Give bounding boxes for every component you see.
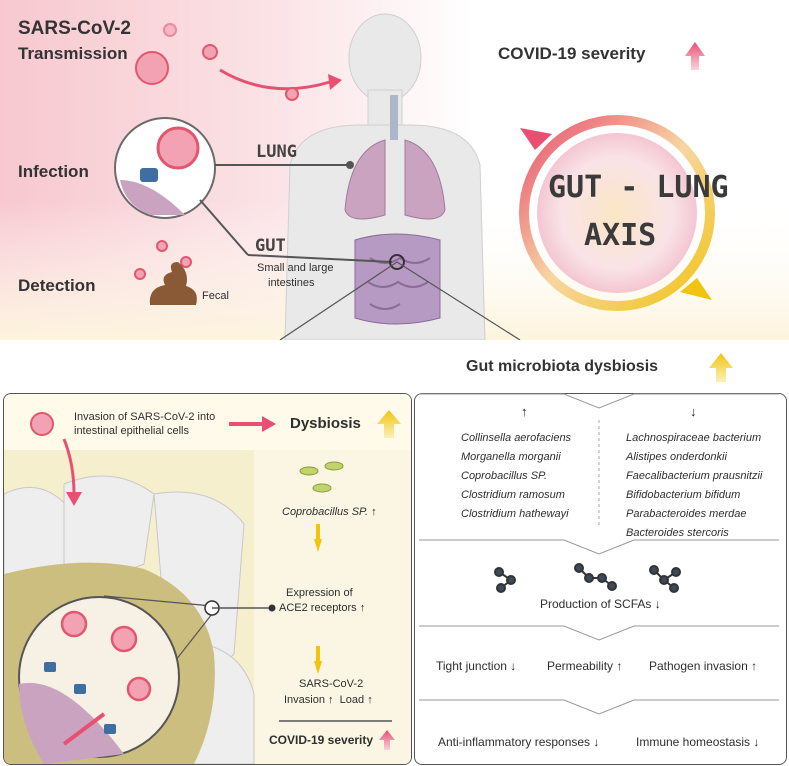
species-item: Clostridium ramosum [461, 489, 565, 501]
right-panel-decor [419, 353, 779, 715]
invasion-load-label: Invasion ↑ Load ↑ [284, 694, 373, 706]
detection-label: Detection [18, 276, 96, 295]
transmission-label-line2: Transmission [18, 44, 128, 63]
scfa-molecule-icon [494, 563, 681, 593]
sars-label: SARS-CoV-2 [299, 678, 364, 690]
trachea [390, 95, 398, 140]
species-item: Morganella morganii [461, 451, 561, 463]
species-item: Coprobacillus SP. [461, 470, 548, 482]
species-item: Bifidobacterium bifidum [626, 489, 741, 501]
gut-label: GUT [255, 236, 286, 256]
gut-sublabel-line1: Small and large [257, 262, 334, 274]
increased-species-list: Collinsella aerofaciens Morganella morga… [461, 429, 571, 524]
immune-homeostasis-label: Immune homeostasis ↓ [636, 735, 760, 749]
tight-junction-label: Tight junction ↓ [436, 659, 517, 673]
axis-label-line2: AXIS [584, 218, 657, 253]
severity-up-arrow [685, 42, 705, 70]
species-item: Bacteroides stercoris [626, 527, 729, 539]
coprobacillus-label: Coprobacillus SP. ↑ [282, 506, 377, 518]
expression-text-line2: ACE2 receptors ↑ [279, 602, 366, 614]
lung-label: LUNG [256, 142, 297, 162]
top-background [0, 0, 789, 340]
species-item: Parabacteroides merdae [626, 508, 747, 520]
left-severity-label: COVID-19 severity [269, 733, 374, 747]
axis-label-line1: GUT - LUNG [548, 170, 729, 205]
fecal-label: Fecal [202, 290, 229, 302]
species-item: Clostridium hathewayi [461, 508, 569, 520]
right-panel-title: Gut microbiota dysbiosis [466, 358, 659, 375]
increased-arrow: ↑ [521, 404, 528, 419]
species-item: Alistipes onderdonkii [626, 451, 727, 463]
pathogen-invasion-label: Pathogen invasion ↑ [649, 659, 758, 673]
virus-icon [134, 23, 299, 280]
decreased-arrow: ↓ [690, 404, 697, 419]
infection-label: Infection [18, 162, 89, 181]
intestines [354, 233, 441, 325]
transmission-label-line1: SARS-CoV-2 [18, 18, 131, 39]
scfa-label: Production of SCFAs ↓ [540, 597, 661, 611]
expression-text-line1: Expression of [286, 587, 353, 599]
lungs [344, 139, 446, 220]
fecal-icon [149, 262, 197, 305]
permeability-label: Permeability ↑ [547, 659, 623, 673]
invasion-text-line1: Invasion of SARS-CoV-2 into [74, 411, 216, 423]
species-item: Faecalibacterium prausnitzii [626, 470, 763, 482]
decreased-species-list: Lachnospiraceae bacterium Alistipes onde… [626, 429, 762, 543]
anti-inflammatory-label: Anti-inflammatory responses ↓ [438, 735, 600, 749]
gut-sublabel-line2: intestines [268, 277, 315, 289]
species-item: Lachnospiraceae bacterium [626, 432, 762, 444]
invasion-text-line2: intestinal epithelial cells [74, 425, 189, 437]
left-panel: Invasion of SARS-CoV-2 into intestinal e… [3, 393, 412, 765]
species-item: Collinsella aerofaciens [461, 432, 572, 444]
severity-label: COVID-19 severity [498, 44, 646, 63]
dysbiosis-label: Dysbiosis [290, 415, 361, 432]
intestinal-epithelium-illustration [4, 394, 411, 764]
